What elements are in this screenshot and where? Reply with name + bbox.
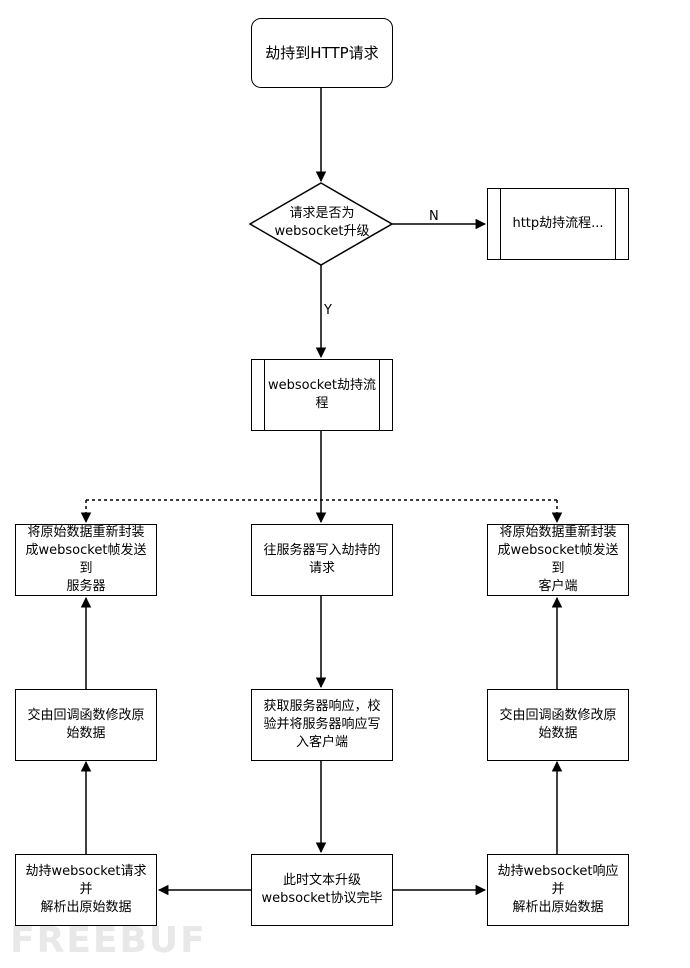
http-flow-node: http劫持流程... [487, 188, 629, 260]
start-node: 劫持到HTTP请求 [251, 18, 393, 88]
edge-label-yes: Y [324, 303, 332, 318]
hijack-response-node: 劫持websocket响应并 解析出原始数据 [487, 854, 629, 926]
freebuf-watermark: FREEBUF [10, 920, 207, 961]
hijack-request-node: 劫持websocket请求并 解析出原始数据 [15, 854, 157, 926]
callback-right-node: 交由回调函数修改原 始数据 [487, 689, 629, 761]
repack-server-node: 将原始数据重新封装 成websocket帧发送到 服务器 [15, 524, 157, 596]
repack-client-node: 将原始数据重新封装 成websocket帧发送到 客户端 [487, 524, 629, 596]
write-server-node: 往服务器写入劫持的 请求 [251, 524, 393, 596]
upgrade-done-node: 此时文本升级 websocket协议完毕 [251, 854, 393, 926]
callback-left-node: 交由回调函数修改原 始数据 [15, 689, 157, 761]
ws-flow-node: websocket劫持流 程 [251, 359, 393, 431]
ws-flow-label: websocket劫持流 程 [268, 378, 376, 411]
http-flow-label: http劫持流程... [512, 216, 604, 231]
decision-label: 请求是否为 websocket升级 [274, 206, 370, 239]
edge-label-no: N [429, 209, 439, 224]
get-response-node: 获取服务器响应，校 验并将服务器响应写 入客户端 [251, 689, 393, 761]
